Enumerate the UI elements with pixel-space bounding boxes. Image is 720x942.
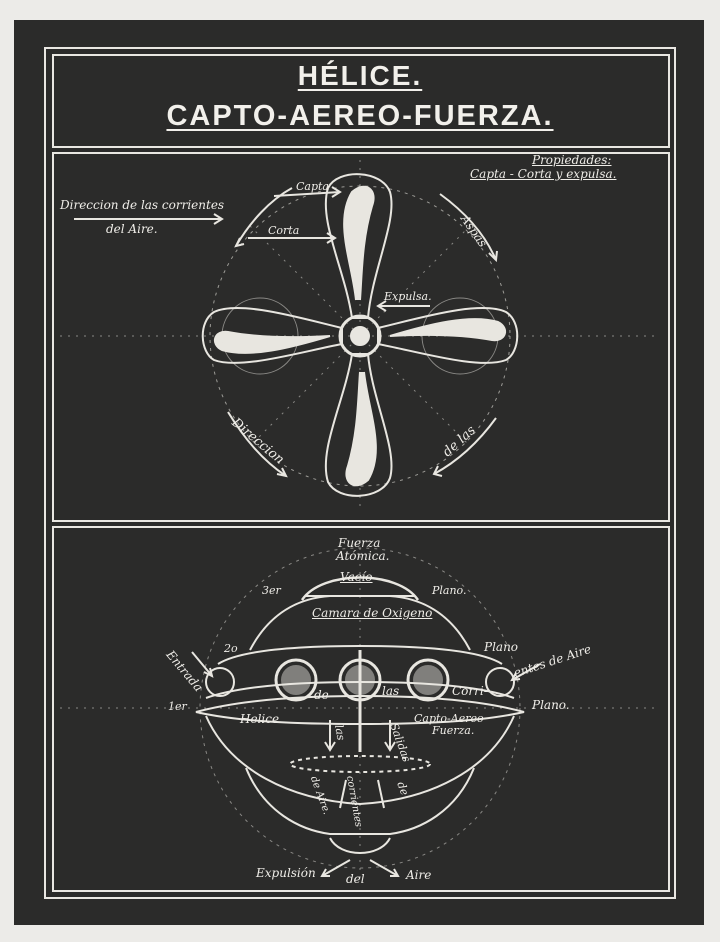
plano-3-label: Plano. (432, 584, 467, 597)
capto-aereo-label-1: Capto-Aereo (414, 712, 484, 725)
expulsa-label: Expulsa. (384, 290, 432, 303)
corri-label: Corri- (452, 684, 488, 698)
oxygen-chamber-label: Camara de Oxigeno (312, 606, 433, 620)
air-direction-label-1: Direccion de las corrientes (60, 198, 225, 212)
propeller-diagram (60, 160, 660, 510)
plano-2-number: 2o (224, 642, 238, 655)
fuerza-label-2: Atómica. (336, 549, 390, 563)
helice-label: Helice (240, 712, 280, 726)
disc-machine-diagram (60, 540, 660, 880)
aire-label: Aire (406, 868, 432, 882)
air-direction-label-2: del Aire. (106, 222, 158, 236)
fuerza-label-1: Fuerza (338, 536, 381, 550)
properties-title: Propiedades: (532, 153, 612, 167)
del-label: del (346, 872, 365, 886)
las-vertical-label: las (332, 723, 348, 742)
las-label: las (382, 684, 400, 698)
plano-3-number: 3er (262, 584, 281, 597)
plano-2-label: Plano (484, 640, 519, 654)
plano-1-label: Plano. (532, 698, 570, 712)
title-box (52, 54, 670, 148)
expulsion-label: Expulsión (256, 866, 316, 880)
top-panel-box (52, 152, 670, 522)
capta-label: Capta (296, 180, 329, 193)
vacio-label: Vacío (340, 570, 373, 584)
title-line-2: CAPTO-AEREO-FUERZA. (166, 100, 554, 132)
plano-1-number: 1er (168, 700, 187, 713)
bottom-panel-box (52, 526, 670, 892)
title-line-1: HÉLICE. (297, 60, 423, 91)
capto-aereo-label-2: Fuerza. (432, 724, 475, 737)
properties-text: Capta - Corta y expulsa. (470, 167, 617, 181)
de-label: de (314, 688, 329, 702)
outer-border (44, 47, 676, 899)
corta-label: Corta (268, 224, 300, 237)
